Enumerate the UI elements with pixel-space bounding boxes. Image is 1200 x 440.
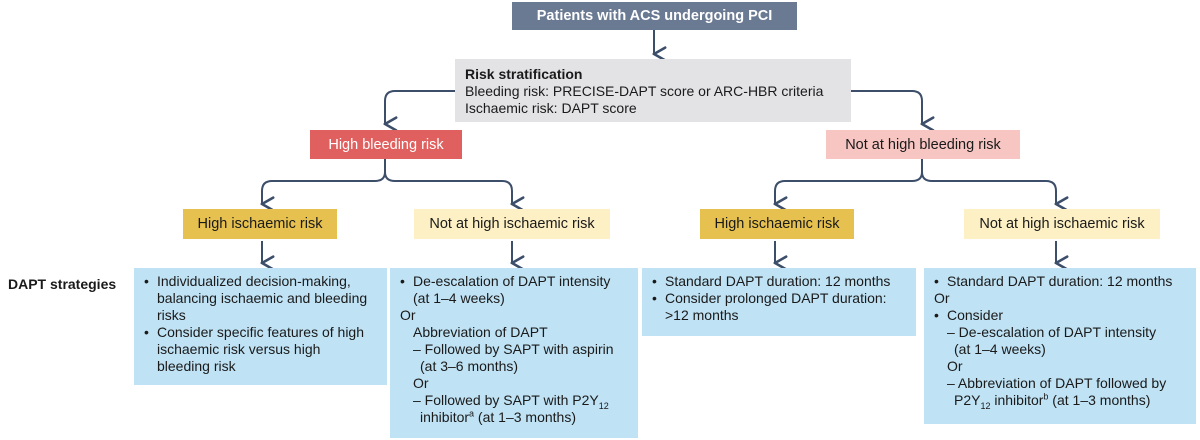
list-item: Consider prolonged DAPT duration: >12 mo… <box>652 290 906 324</box>
strategy-box-nhbr-high-ischaemic: Standard DAPT duration: 12 months Consid… <box>642 268 916 336</box>
list-item-detail: (at 1–4 weeks) <box>954 341 1046 357</box>
list-item-detail: – Followed by SAPT with P2Y12 <box>413 392 609 411</box>
list-item-detail: inhibitora (at 1–3 months) <box>420 408 576 425</box>
list-item-detail: – De-escalation of DAPT intensity <box>947 324 1157 340</box>
list-item: Consider <box>934 307 1186 324</box>
high-bleeding-risk-node: High bleeding risk <box>310 130 462 159</box>
nhbr-not-high-ischaemic-node: Not at high ischaemic risk <box>964 209 1160 239</box>
list-item: Standard DAPT duration: 12 months <box>652 273 906 290</box>
or-text: Or <box>947 358 963 374</box>
list-item: Individualized decision-making, balancin… <box>144 273 377 324</box>
list-item-detail: (at 1–4 weeks) <box>413 290 505 306</box>
strategy-box-nhbr-not-high-ischaemic: Standard DAPT duration: 12 months Or Con… <box>924 268 1196 424</box>
list-item: Abbreviation of DAPT <box>413 324 548 340</box>
list-item-detail: (at 3–6 months) <box>420 358 519 374</box>
strategy-box-hbr-high-ischaemic: Individualized decision-making, balancin… <box>134 268 387 385</box>
list-item: Consider specific features of high ischa… <box>144 324 377 375</box>
list-item: Standard DAPT duration: 12 months <box>934 273 1186 290</box>
risk-stratification-title: Risk stratification <box>465 66 583 82</box>
bleeding-risk-line: Bleeding risk: PRECISE-DAPT score or ARC… <box>465 83 824 99</box>
patients-acs-pci-node: Patients with ACS undergoing PCI <box>512 2 797 30</box>
or-text: Or <box>934 290 950 306</box>
or-text: Or <box>400 307 416 323</box>
list-item: De-escalation of DAPT intensity <box>400 273 628 290</box>
list-item-detail: – Followed by SAPT with aspirin <box>413 341 614 357</box>
dapt-strategies-label: DAPT strategies <box>8 276 117 292</box>
list-item-detail: – Abbreviation of DAPT followed by <box>947 375 1167 391</box>
list-item-detail: P2Y12 inhibitorb (at 1–3 months) <box>954 391 1151 411</box>
risk-stratification-box: Risk stratification Bleeding risk: PRECI… <box>455 59 851 122</box>
or-text: Or <box>413 375 429 391</box>
not-high-bleeding-risk-node: Not at high bleeding risk <box>826 130 1020 159</box>
ischaemic-risk-line: Ischaemic risk: DAPT score <box>465 100 637 116</box>
hbr-not-high-ischaemic-node: Not at high ischaemic risk <box>414 209 610 239</box>
hbr-high-ischaemic-node: High ischaemic risk <box>183 209 337 239</box>
strategy-box-hbr-not-high-ischaemic: De-escalation of DAPT intensity (at 1–4 … <box>390 268 638 438</box>
nhbr-high-ischaemic-node: High ischaemic risk <box>700 209 854 239</box>
